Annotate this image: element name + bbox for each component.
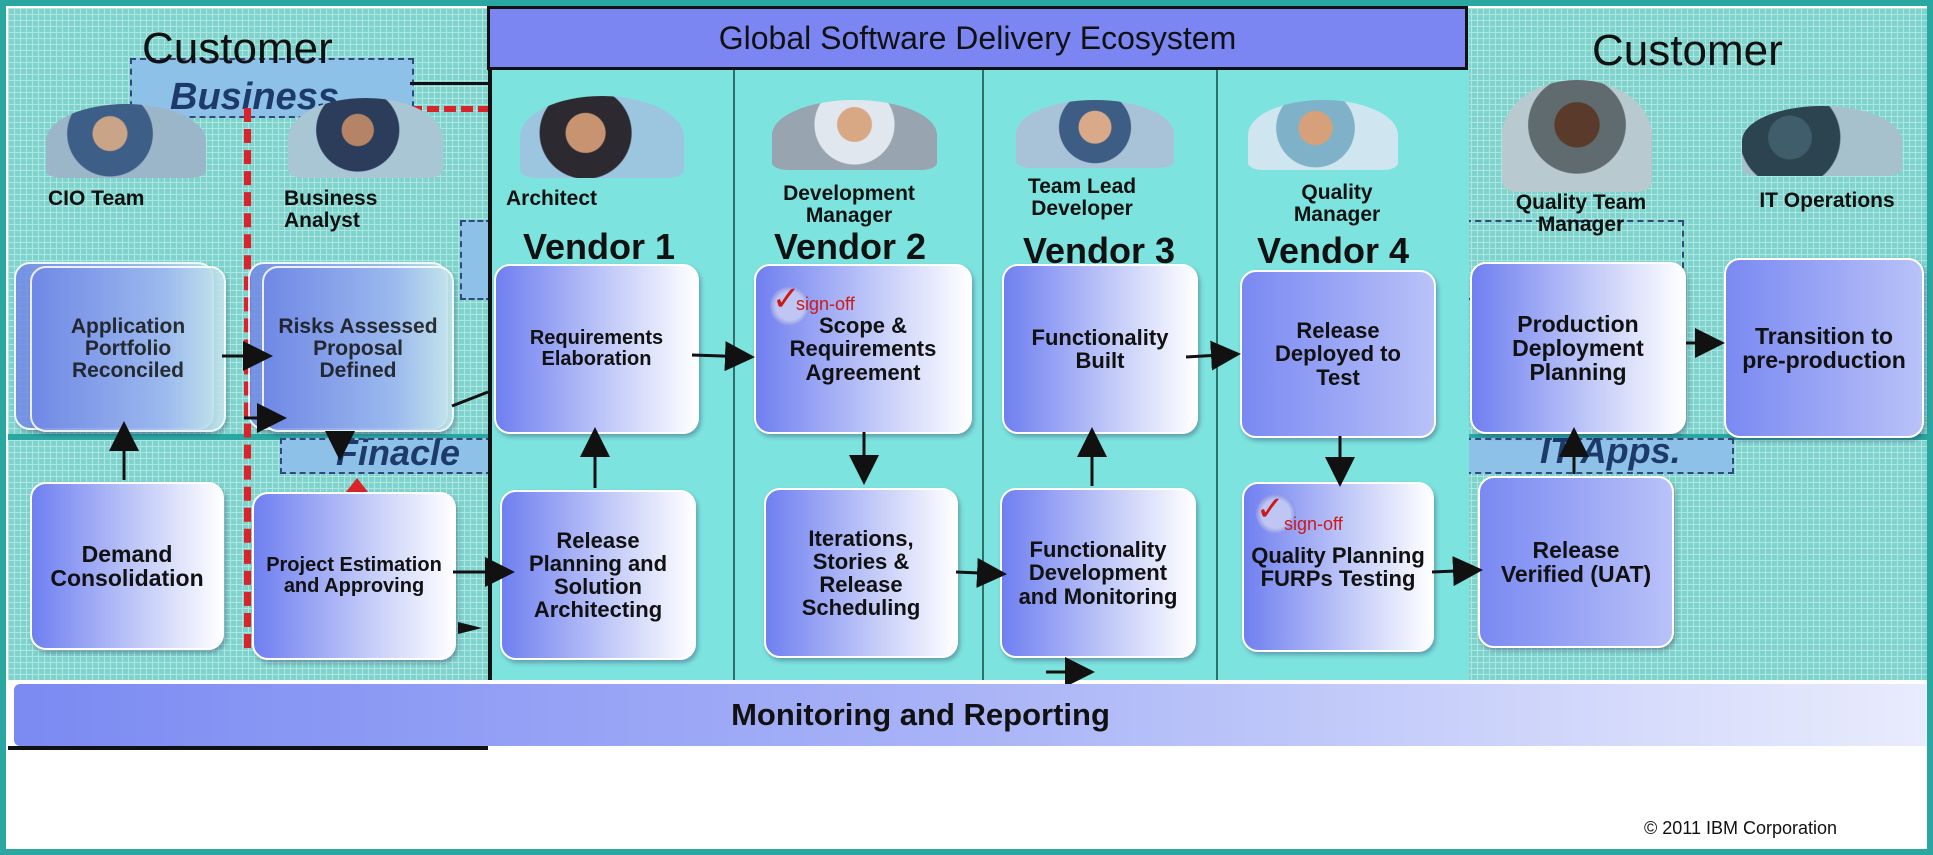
demand-consolidation-box[interactable]: Demand Consolidation xyxy=(30,482,224,650)
signoff-label-vendor-4: sign-off xyxy=(1284,514,1343,534)
it-apps-label-box xyxy=(1465,438,1734,474)
cio-team-avatar xyxy=(46,104,206,178)
arrow-iterations-to-development xyxy=(955,557,1007,588)
architect-avatar xyxy=(520,96,684,178)
signoff-label-vendor-2: sign-off xyxy=(796,294,855,314)
red-dashed-line xyxy=(244,108,251,648)
monitoring-bar: Monitoring and Reporting xyxy=(14,684,1927,746)
requirements-elaboration-box[interactable]: Requirements Elaboration xyxy=(494,264,699,434)
business-analyst-avatar xyxy=(288,98,443,178)
column-divider-3 xyxy=(1216,66,1218,680)
iterations-stories-box[interactable]: Iterations, Stories & Release Scheduling xyxy=(764,488,958,658)
arrow-requirements-to-scope xyxy=(691,341,755,372)
release-deployed-label: Release Deployed to Test xyxy=(1275,318,1401,390)
check-icon: ✓ xyxy=(1256,490,1285,528)
monitoring-label: Monitoring and Reporting xyxy=(731,697,1110,732)
release-deployed-box[interactable]: Release Deployed to Test xyxy=(1240,270,1436,438)
functionality-built-label: Functionality Built xyxy=(1031,324,1169,373)
risks-assessed-box[interactable]: Risks Assessed Proposal Defined xyxy=(262,266,454,432)
signoff-seal-2 xyxy=(770,286,810,326)
customer-right-label: Customer xyxy=(1592,26,1783,75)
monitoring-underline xyxy=(8,746,488,750)
signoff-seal-4 xyxy=(1256,494,1296,534)
vendor-4-label: Vendor 4 xyxy=(1257,230,1410,271)
page-title: Global Software Delivery Ecosystem xyxy=(487,6,1468,70)
transition-preproduction-box[interactable]: Transition to pre-production xyxy=(1724,258,1924,438)
scope-requirements-label: Scope & Requirements Agreement xyxy=(789,313,937,385)
line-left-diagonal xyxy=(451,390,489,408)
arrow-quality-to-verified xyxy=(1431,556,1483,587)
risks-assessed-label: Risks Assessed Proposal Defined xyxy=(278,314,438,383)
production-deployment-label: Production Deployment Planning xyxy=(1512,310,1644,386)
development-manager-avatar xyxy=(772,100,937,170)
project-estimation-label: Project Estimation and Approving xyxy=(266,554,442,597)
release-planning-box[interactable]: Release Planning and Solution Architecti… xyxy=(500,490,696,660)
functionality-development-label: Functionality Development and Monitoring xyxy=(1018,537,1178,609)
project-estimation-box[interactable]: Project Estimation and Approving xyxy=(252,492,456,660)
requirements-elaboration-label: Requirements Elaboration xyxy=(529,327,664,370)
application-portfolio-label: Application Portfolio Reconciled xyxy=(70,314,186,383)
iterations-stories-label: Iterations, Stories & Release Scheduling xyxy=(801,525,921,621)
customer-left-label: Customer xyxy=(142,24,333,73)
quality-manager-avatar xyxy=(1248,100,1398,170)
functionality-built-box[interactable]: Functionality Built xyxy=(1002,264,1198,434)
role-business-analyst: Business Analyst xyxy=(284,187,378,233)
role-architect: Architect xyxy=(506,187,598,210)
role-team-lead-developer: Team Lead Developer xyxy=(1027,175,1137,221)
release-verified-label: Release Verified (UAT) xyxy=(1500,536,1652,587)
role-quality-manager: Quality Manager xyxy=(1293,181,1381,227)
copyright: © 2011 IBM Corporation xyxy=(1644,818,1838,838)
vendor-1-label: Vendor 1 xyxy=(523,226,676,267)
team-lead-avatar xyxy=(1016,100,1174,168)
red-dashed-line-top xyxy=(410,106,490,112)
red-triangle-icon xyxy=(346,478,368,492)
application-portfolio-box[interactable]: Application Portfolio Reconciled xyxy=(30,266,226,432)
vendor-2-label: Vendor 2 xyxy=(774,226,927,267)
quality-team-manager-avatar xyxy=(1502,80,1652,192)
column-divider-2 xyxy=(982,66,984,680)
demand-consolidation-label: Demand Consolidation xyxy=(50,540,204,591)
business-connector xyxy=(410,82,488,85)
column-divider-1 xyxy=(733,66,735,680)
role-cio-team: CIO Team xyxy=(48,187,145,210)
transition-preproduction-label: Transition to pre-production xyxy=(1742,322,1906,373)
role-development-manager: Development Manager xyxy=(783,182,915,228)
finacle-label-box xyxy=(280,438,492,474)
functionality-development-box[interactable]: Functionality Development and Monitoring xyxy=(1000,488,1196,658)
arrow-left-small xyxy=(458,622,482,634)
release-verified-box[interactable]: Release Verified (UAT) xyxy=(1478,476,1674,648)
production-deployment-box[interactable]: Production Deployment Planning xyxy=(1470,262,1686,434)
it-operations-avatar xyxy=(1742,106,1902,176)
finacle-label: Finacle xyxy=(336,432,461,473)
role-quality-team-manager: Quality Team Manager xyxy=(1515,191,1647,237)
role-it-operations: IT Operations xyxy=(1759,189,1895,212)
check-icon: ✓ xyxy=(772,280,801,318)
quality-planning-label: Quality Planning FURPs Testing xyxy=(1251,542,1425,591)
release-planning-label: Release Planning and Solution Architecti… xyxy=(528,527,668,623)
right-divider xyxy=(1465,434,1927,440)
arrow-built-to-deployed xyxy=(1185,340,1241,371)
